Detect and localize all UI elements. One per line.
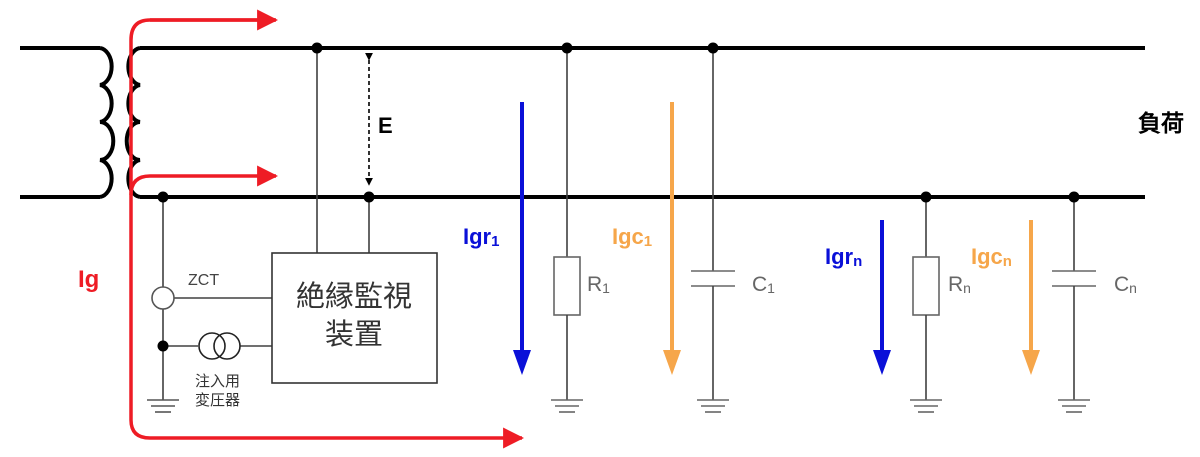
current-arrowhead [1022, 350, 1040, 375]
injection-transformer-coil-left [198, 332, 226, 360]
injection-transformer-label-2: 変圧器 [195, 392, 240, 409]
resistor-symbol [912, 256, 940, 316]
capacitive-current-label: Igc1 [612, 224, 652, 250]
insulation-monitor-box [271, 252, 438, 384]
ground-path-main [129, 18, 525, 449]
ground-branch [162, 197, 272, 400]
resistor-symbol [553, 256, 581, 316]
ground-current-label: Ig [78, 266, 99, 293]
ground-symbol-left [147, 399, 179, 413]
injection-transformer-label-1: 注入用 [195, 373, 240, 390]
current-arrowhead [513, 350, 531, 375]
zct-label: ZCT [188, 272, 219, 289]
current-arrowhead [663, 350, 681, 375]
resistive-current-label: Igrn [825, 244, 862, 270]
voltage-label: E [378, 113, 393, 138]
capacitor-label: Cn [1114, 273, 1137, 296]
monitor-label-1: 絶縁監視 [296, 280, 412, 313]
resistor-label: Rn [948, 273, 971, 296]
monitor-connections [316, 48, 370, 253]
monitor-label-2: 装置 [325, 318, 383, 351]
capacitor-label: C1 [752, 273, 775, 296]
ground-path-lower [129, 165, 279, 196]
resistor-label: R1 [587, 273, 610, 296]
junction-dots [157, 42, 1080, 352]
secondary-coil [124, 46, 141, 199]
resistive-current-label: Igr1 [463, 224, 499, 250]
zct-symbol [151, 286, 175, 310]
ground-current-path [129, 9, 525, 449]
capacitive-current-label: Igcn [971, 244, 1012, 270]
injection-transformer-coil-right [213, 332, 241, 360]
load-label: 負荷 [1138, 110, 1184, 136]
current-arrowhead [873, 350, 891, 375]
primary-coil [99, 46, 116, 199]
transformer [99, 46, 141, 199]
